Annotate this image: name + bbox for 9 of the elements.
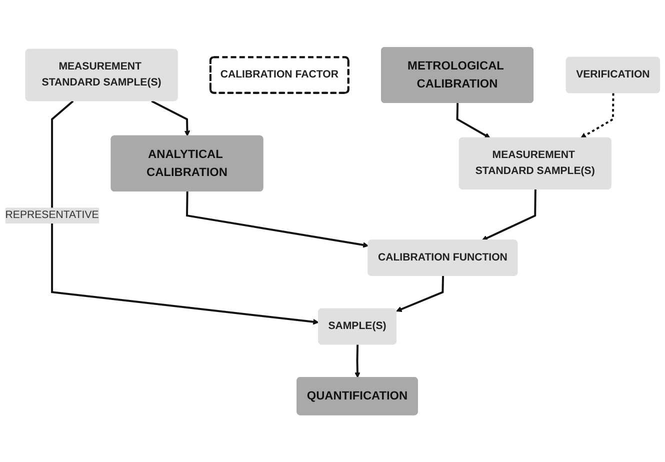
arrow bbox=[396, 276, 444, 312]
arrow bbox=[151, 100, 190, 136]
arrow bbox=[580, 93, 614, 138]
arrow bbox=[354, 344, 360, 378]
arrow bbox=[482, 189, 536, 241]
arrow bbox=[51, 100, 319, 325]
edge-label: REPRESENTATIVE bbox=[5, 210, 99, 221]
arrow bbox=[456, 102, 490, 138]
arrow bbox=[186, 191, 369, 248]
